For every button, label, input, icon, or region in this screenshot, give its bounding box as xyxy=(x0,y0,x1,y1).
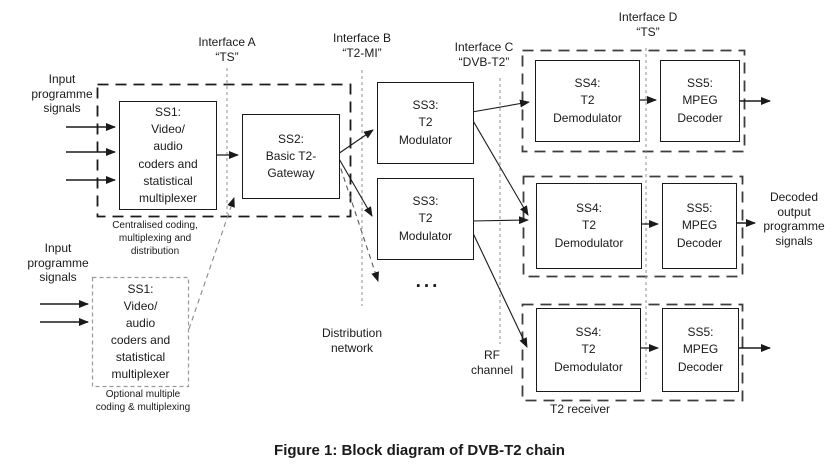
block-ss5-decoder-1: SS5: MPEG Decoder xyxy=(660,60,740,142)
block-ss1-main-label: SS1: Video/ audio coders and statistical… xyxy=(138,105,198,205)
interface-a-name: Interface A xyxy=(198,35,256,49)
block-ss3-bottom-label: SS3: T2 Modulator xyxy=(398,194,453,243)
interface-a-standard: “TS” xyxy=(215,49,239,64)
interface-b-standard: “T2-MI” xyxy=(342,45,382,60)
block-ss2-gateway: SS2: Basic T2- Gateway xyxy=(242,114,340,199)
input-signals-bottom-label: Input programme signals xyxy=(27,241,89,285)
interface-b-name: Interface B xyxy=(332,31,392,45)
figure-caption: Figure 1: Block diagram of DVB-T2 chain xyxy=(274,442,565,459)
r3-ss4-label: SS4: T2 Demodulator xyxy=(554,325,623,374)
r2-ss4-label: SS4: T2 Demodulator xyxy=(554,201,624,250)
block-ss1-main: SS1: Video/ audio coders and statistical… xyxy=(119,101,217,210)
ss2-to-ss3-bottom-arrow xyxy=(337,156,373,217)
interface-d-label: Interface D“TS” xyxy=(598,10,698,39)
ss3-top-to-receiver2-arrow xyxy=(471,118,529,216)
interface-c-name: Interface C xyxy=(454,40,514,54)
optional-group-outline xyxy=(91,276,190,388)
t2-receiver-group-caption: T2 receiver xyxy=(549,402,611,416)
receiver-group-3-outline xyxy=(521,303,744,402)
interface-c-label: Interface C“DVB-T2” xyxy=(434,40,534,69)
centralised-group-caption: Centralised coding, multiplexing and dis… xyxy=(112,220,198,257)
interface-d-name: Interface D xyxy=(618,10,678,24)
interface-b-label: Interface B“T2-MI” xyxy=(312,31,412,60)
input-signals-top-label: Input programme signals xyxy=(31,72,93,116)
block-ss2-label: SS2: Basic T2- Gateway xyxy=(265,131,317,181)
optional-ss1-to-ss2-dashed-arrow xyxy=(188,197,235,330)
decoded-output-label: Decoded output programme signals xyxy=(763,190,825,248)
ss3-bottom-to-receiver3-arrow xyxy=(471,230,528,348)
block-ss5-decoder-2: SS5: MPEG Decoder xyxy=(662,183,737,269)
block-ss1-optional: SS1: Video/ audio coders and statistical… xyxy=(93,278,188,386)
block-ss4-demodulator-1: SS4: T2 Demodulator xyxy=(535,60,640,142)
interface-a-label: Interface A“TS” xyxy=(177,35,277,64)
block-ss3-modulator-bottom: SS3: T2 Modulator xyxy=(377,178,474,260)
r1-ss4-label: SS4: T2 Demodulator xyxy=(553,76,622,125)
r2-ss5-label: SS5: MPEG Decoder xyxy=(676,201,723,250)
receiver-group-2-outline xyxy=(522,175,744,278)
optional-group-caption: Optional multiple coding & multiplexing xyxy=(95,389,191,413)
more-modulators-ellipsis: ... xyxy=(415,271,441,292)
block-ss4-demodulator-3: SS4: T2 Demodulator xyxy=(536,308,641,392)
block-ss5-decoder-3: SS5: MPEG Decoder xyxy=(662,308,739,392)
interface-d-standard: “TS” xyxy=(636,24,660,39)
rf-channel-label: RF channel xyxy=(470,348,514,377)
interface-c-standard: “DVB-T2” xyxy=(458,54,510,69)
block-ss3-modulator-top: SS3: T2 Modulator xyxy=(377,82,474,164)
distribution-network-label: Distribution network xyxy=(321,326,383,355)
ss2-to-ss3-top-arrow xyxy=(337,129,374,155)
ss3-bottom-to-receiver2-arrow xyxy=(471,216,529,225)
centralised-group-outline xyxy=(96,83,352,218)
block-ss1-optional-label: SS1: Video/ audio coders and statistical… xyxy=(110,281,171,382)
ss3-top-to-receiver1-arrow xyxy=(471,99,530,113)
block-ss4-demodulator-2: SS4: T2 Demodulator xyxy=(536,183,642,269)
r1-ss5-label: SS5: MPEG Decoder xyxy=(677,76,723,125)
ss2-to-more-modulators-dashed-arrow xyxy=(337,159,379,282)
r3-ss5-label: SS5: MPEG Decoder xyxy=(677,325,724,374)
block-ss3-top-label: SS3: T2 Modulator xyxy=(398,98,453,147)
